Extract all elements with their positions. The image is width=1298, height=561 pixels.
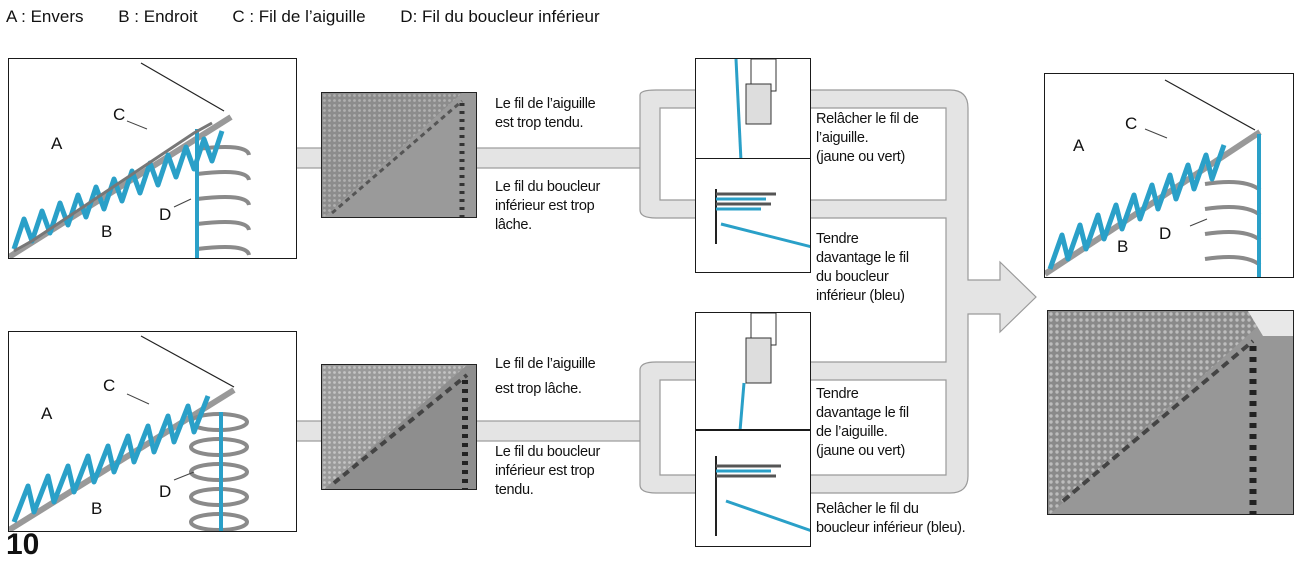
label-b-correct: B	[1117, 237, 1129, 256]
legend-b: B : Endroit	[118, 7, 198, 26]
stitch-drawing-top	[9, 62, 251, 258]
label-b-bottom: B	[91, 499, 103, 518]
problem-looper-tight: Le fil du boucleur inférieur est trop te…	[493, 443, 603, 500]
problem-needle-loose: Le fil de l’aiguille est trop lâche.	[493, 355, 598, 399]
remedy-tighten-needle: Tendre davantage le fil de l’aiguille. (…	[814, 385, 911, 461]
needle-tension-inset-top	[695, 58, 811, 160]
fabric-photo-top	[321, 92, 477, 218]
remedy-tighten-looper: Tendre davantage le fil du boucleur infé…	[814, 230, 911, 306]
looper-dial-drawing	[715, 189, 810, 249]
fabric-image-top	[322, 93, 476, 217]
label-a-bottom: A	[41, 404, 53, 423]
looper-tension-inset-bottom	[695, 430, 811, 547]
needle-dial-drawing	[734, 59, 777, 159]
problem-looper-loose: Le fil du boucleur inférieur est trop lâ…	[493, 178, 603, 235]
label-d-top: D	[159, 205, 172, 224]
fabric-photo-correct	[1047, 310, 1294, 515]
legend-a: A : Envers	[6, 7, 84, 26]
looper-dial-drawing-bottom	[715, 456, 810, 536]
label-d-correct: D	[1159, 224, 1172, 243]
needle-tension-inset-bottom	[695, 312, 811, 430]
label-a-top: A	[51, 134, 63, 153]
stitch-drawing-bottom	[9, 335, 249, 531]
remedy-loosen-looper: Relâcher le fil du boucleur inférieur (b…	[814, 500, 968, 538]
fabric-image-bottom	[322, 365, 476, 489]
needle-dial-drawing-bottom	[738, 313, 777, 429]
label-c-top: C	[113, 105, 126, 124]
page-number: 10	[6, 528, 40, 561]
legend: A : Envers B : Endroit C : Fil de l’aigu…	[6, 7, 630, 27]
legend-c: C : Fil de l’aiguille	[232, 7, 366, 26]
remedy-loosen-needle: Relâcher le fil de l’aiguille. (jaune ou…	[814, 110, 921, 167]
label-c-bottom: C	[103, 376, 116, 395]
label-d-bottom: D	[159, 482, 172, 501]
fabric-photo-bottom	[321, 364, 477, 490]
stitch-illustration-correct: A C D B	[1044, 73, 1294, 278]
stitch-illustration-top: A C D B	[8, 58, 297, 259]
label-b-top: B	[101, 222, 113, 241]
label-c-correct: C	[1125, 114, 1138, 133]
problem-needle-tight: Le fil de l’aiguille est trop tendu.	[493, 95, 598, 133]
stitch-drawing-correct	[1045, 79, 1262, 277]
stitch-illustration-bottom: A C D B	[8, 331, 297, 532]
label-a-correct: A	[1073, 136, 1085, 155]
fabric-image-correct	[1048, 311, 1293, 514]
looper-tension-inset-top	[695, 158, 811, 273]
legend-d: D: Fil du boucleur inférieur	[400, 7, 600, 26]
